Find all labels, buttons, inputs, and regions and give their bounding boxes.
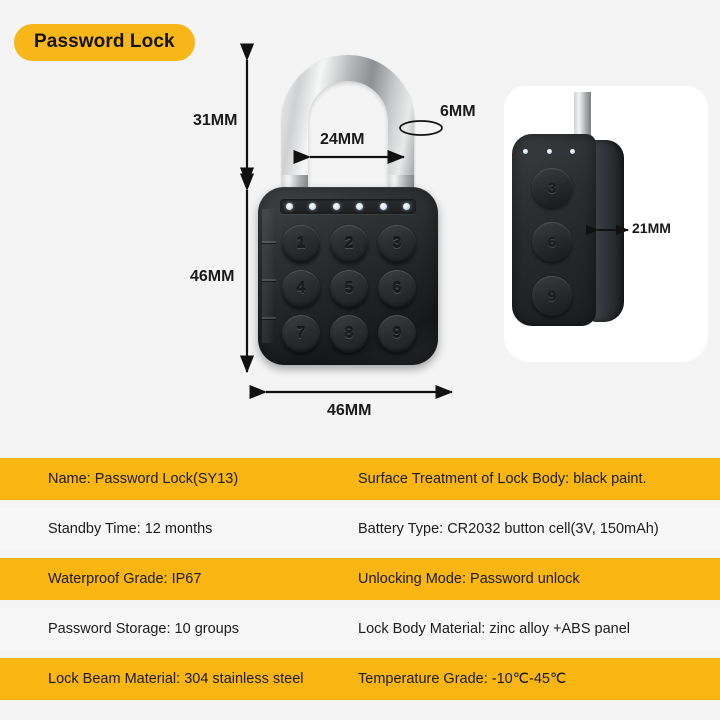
led-indicator (570, 148, 575, 154)
led-indicator (309, 203, 317, 210)
keypad-key-5[interactable]: 5 (330, 269, 368, 308)
spec-cell-right: Unlocking Mode: Password unlock (358, 571, 580, 587)
led-indicator (402, 203, 410, 210)
dimension-label-body-depth: 21MM (632, 220, 671, 236)
page-title: Password Lock (34, 31, 175, 52)
spec-row-gap (0, 650, 720, 658)
shackle-rod-side (574, 92, 591, 142)
dimension-label-body-height: 46MM (190, 268, 235, 285)
keypad-key-side-6: 6 (532, 222, 572, 262)
shackle-inner-opening (308, 81, 388, 196)
led-indicator (546, 148, 552, 154)
spec-row-gap (0, 550, 720, 558)
spec-row: Waterproof Grade: IP67 Unlocking Mode: Pa… (0, 558, 720, 600)
lock-body-edge-highlight (262, 209, 275, 343)
shackle (282, 55, 414, 196)
keypad-key-7[interactable]: 7 (282, 314, 320, 353)
keypad-key-side-9: 9 (532, 276, 572, 316)
dimension-label-body-width: 46MM (327, 402, 372, 419)
dimension-label-rod-diameter: 6MM (440, 103, 476, 120)
spec-row: Password Storage: 10 groups Lock Body Mat… (0, 608, 720, 650)
keypad-key-1[interactable]: 1 (282, 225, 320, 264)
spec-row: Lock Beam Material: 304 stainless steel T… (0, 658, 720, 700)
spec-cell-right: Lock Body Material: zinc alloy +ABS pane… (358, 621, 631, 637)
spec-cell-left: Lock Beam Material: 304 stainless steel (48, 671, 304, 687)
specifications-table: Name: Password Lock(SY13) Surface Treatme… (0, 458, 720, 700)
keypad-key-9[interactable]: 9 (378, 314, 416, 353)
lock-body-groove (262, 279, 276, 281)
spec-cell-left: Standby Time: 12 months (48, 521, 213, 537)
spec-row-gap (0, 500, 720, 508)
spec-cell-right: Surface Treatment of Lock Body: black pa… (358, 471, 647, 487)
led-indicator (356, 203, 364, 210)
keypad-key-6[interactable]: 6 (378, 269, 416, 308)
keypad-key-3[interactable]: 3 (378, 225, 416, 264)
led-indicator (379, 203, 387, 210)
spec-cell-left: Password Storage: 10 groups (48, 621, 240, 637)
led-indicator (286, 203, 293, 210)
spec-cell-right: Temperature Grade: -10℃-45℃ (358, 671, 567, 687)
lock-body-groove (262, 317, 276, 319)
led-indicator-strip (280, 199, 416, 214)
led-indicator (523, 148, 528, 154)
keypad-key-4[interactable]: 4 (282, 269, 320, 308)
spec-row-gap (0, 600, 720, 608)
page-title-badge: Password Lock (14, 24, 195, 61)
keypad-key-2[interactable]: 2 (330, 225, 368, 264)
dimension-annotations (239, 43, 629, 400)
keypad-key-side-3: 3 (532, 168, 572, 208)
led-indicator-strip-side (520, 146, 578, 156)
lock-body-front-face: 3 6 9 (512, 134, 596, 326)
keypad-side-column: 3 6 9 (532, 168, 578, 316)
spec-cell-right: Battery Type: CR2032 button cell(3V, 150… (358, 521, 659, 537)
lock-body-groove (262, 241, 276, 243)
dimension-label-inner-width: 24MM (320, 131, 365, 148)
spec-row: Standby Time: 12 months Battery Type: CR2… (0, 508, 720, 550)
spec-row: Name: Password Lock(SY13) Surface Treatme… (0, 458, 720, 500)
spec-cell-left: Waterproof Grade: IP67 (48, 571, 202, 587)
led-indicator (332, 203, 340, 210)
keypad-key-8[interactable]: 8 (330, 314, 368, 353)
spec-cell-left: Name: Password Lock(SY13) (48, 471, 239, 487)
dimension-label-shackle-height: 31MM (193, 112, 238, 129)
